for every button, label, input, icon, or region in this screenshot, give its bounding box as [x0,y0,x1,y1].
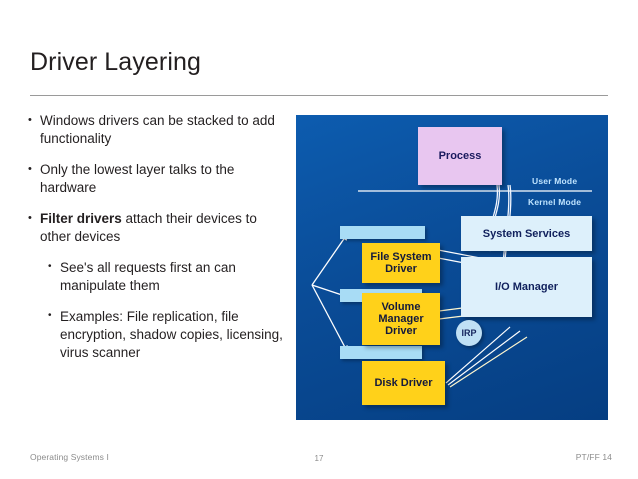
box-label: Process [438,150,482,162]
bullet-text: Windows drivers can be stacked to add fu… [40,113,275,146]
user-mode-label: User Mode [532,176,578,186]
diagram-box-system-services: System Services [461,216,592,251]
filter-bar-bottom [340,346,422,359]
box-label: I/O Manager [495,281,558,293]
box-label: System Services [482,227,571,240]
driver-layering-diagram: Process User Mode Kernel Mode System Ser… [296,115,608,420]
box-label-line2: Manager [378,313,424,325]
diagram-box-io-manager: I/O Manager [461,257,592,317]
page-title: Driver Layering [30,48,202,76]
box-label-line1: File System [370,251,432,263]
diagram-box-file-system-driver: File System Driver [362,243,440,283]
bullet-text: attach their devices to other devices [40,211,257,244]
box-label-line2: Driver [385,263,417,275]
irp-badge: IRP [456,320,482,346]
bullet-text: Only the lowest layer talks to the hardw… [40,162,235,195]
kernel-mode-label: Kernel Mode [528,197,582,207]
diagram-box-disk-driver: Disk Driver [362,361,445,405]
filter-bar-top [340,226,425,239]
box-label: Disk Driver [374,377,433,389]
list-item: Filter drivers attach their devices to o… [28,209,283,246]
list-item: Examples: File replication, file encrypt… [48,307,283,362]
list-item: See's all requests first an can manipula… [48,258,283,295]
title-divider [30,95,608,96]
bullet-list: Windows drivers can be stacked to add fu… [28,111,283,375]
footer-page-number: 17 [314,454,324,463]
diagram-box-volume-manager-driver: Volume Manager Driver [362,293,440,345]
footer-author-label: PT/FF 14 [575,452,612,462]
bullet-text: See's all requests first an can manipula… [60,260,236,293]
bullet-text: Examples: File replication, file encrypt… [60,309,283,360]
irp-label: IRP [461,328,477,338]
bullet-text-emphasis: Filter drivers [40,211,122,226]
footer-course-label: Operating Systems I [30,452,109,462]
list-item: Windows drivers can be stacked to add fu… [28,111,283,148]
box-label-line3: Driver [385,325,417,337]
diagram-box-process: Process [418,127,502,185]
box-label-line1: Volume [381,301,421,313]
list-item: Only the lowest layer talks to the hardw… [28,160,283,197]
